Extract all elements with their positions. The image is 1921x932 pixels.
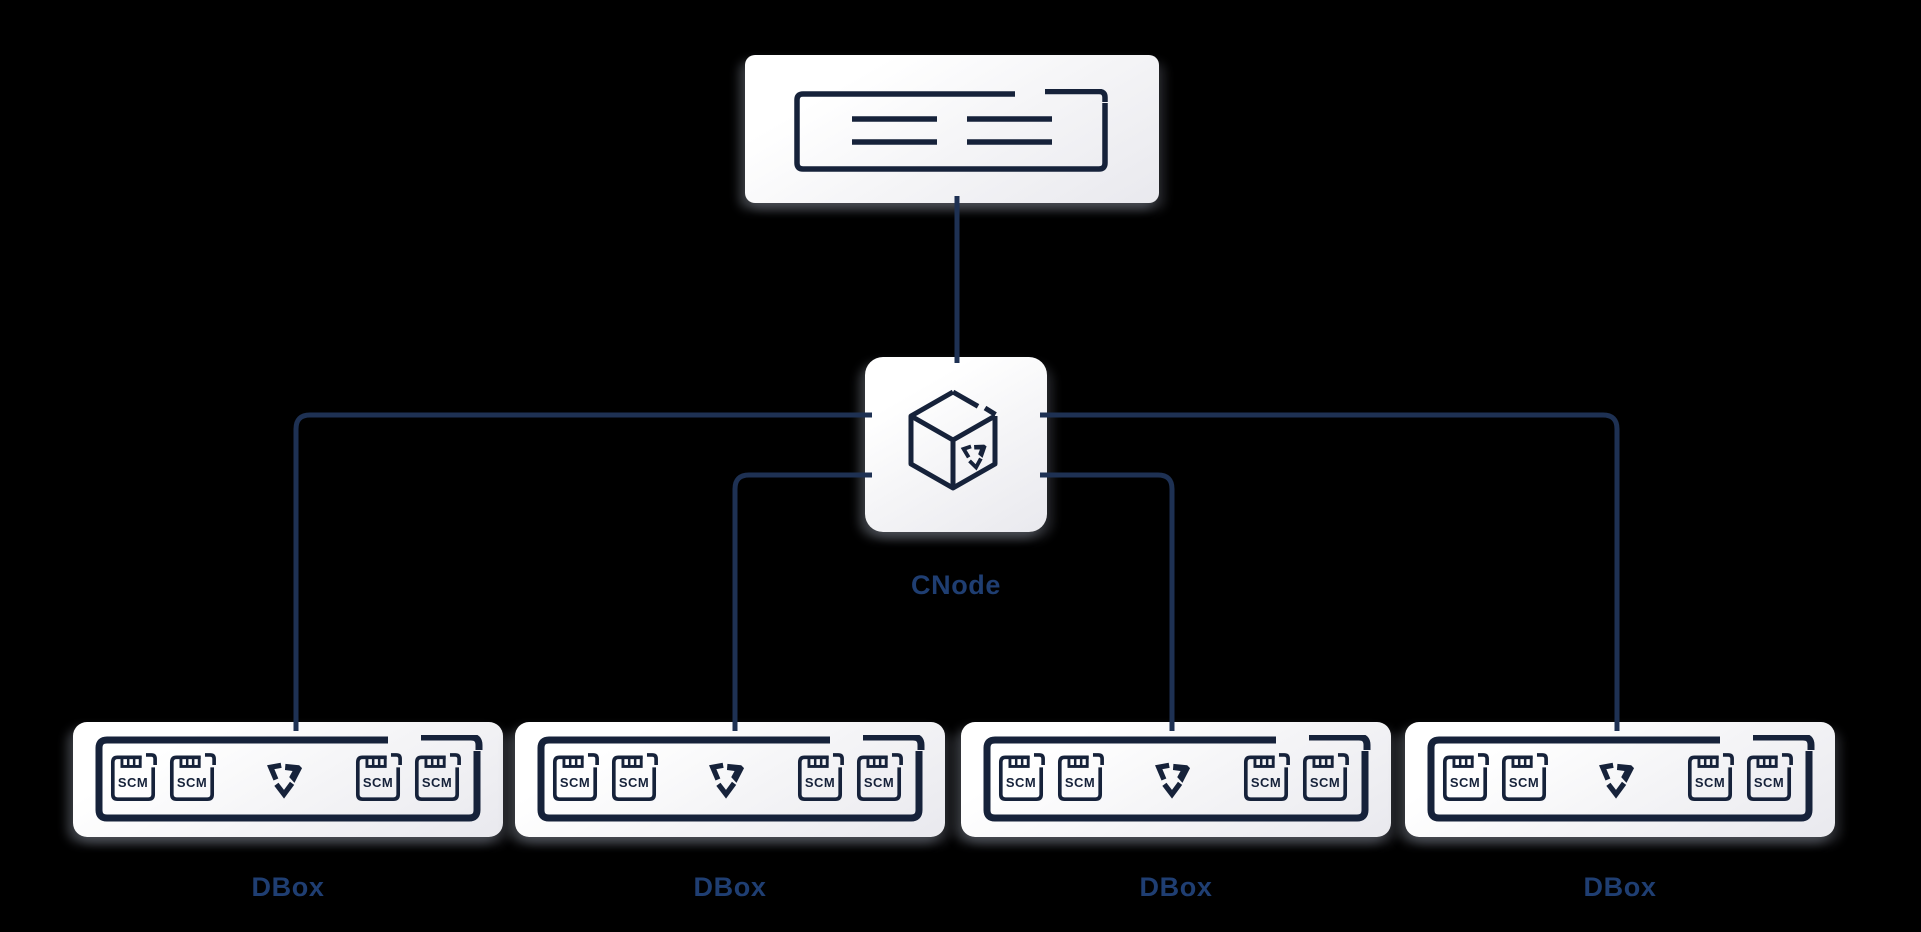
- server-rack-icon: [794, 89, 1108, 172]
- scm-module-icon: [1055, 753, 1105, 803]
- scm-module-icon: [550, 753, 600, 803]
- dbox-label: DBox: [251, 872, 325, 902]
- scm-module-icon: [108, 753, 158, 803]
- module-frame: [1427, 735, 1815, 822]
- scm-module-icon: [1440, 753, 1490, 803]
- scm-module-icon: [609, 753, 659, 803]
- scm-module-icon: [795, 753, 845, 803]
- scm-module-icon: [412, 753, 462, 803]
- triangle-arrows-icon: [1151, 761, 1193, 799]
- triangle-arrows-icon: [1595, 761, 1637, 799]
- dbox-node: [1405, 722, 1835, 837]
- scm-module-icon: [1241, 753, 1291, 803]
- scm-module-icon: [167, 753, 217, 803]
- scm-module-icon: [353, 753, 403, 803]
- dbox-node: [961, 722, 1391, 837]
- scm-module-icon: [1685, 753, 1735, 803]
- scm-module-icon: [1744, 753, 1794, 803]
- scm-module-icon: [1499, 753, 1549, 803]
- scm-module-icon: [996, 753, 1046, 803]
- module-frame: [537, 735, 925, 822]
- triangle-arrows-icon: [705, 761, 747, 799]
- registry-node: [745, 55, 1159, 203]
- scm-module-icon: [1300, 753, 1350, 803]
- dbox-label: DBox: [1583, 872, 1657, 902]
- dbox-label: DBox: [1139, 872, 1213, 902]
- dbox-node: [515, 722, 945, 837]
- package-cube-icon: [908, 389, 998, 491]
- hub-node: [865, 357, 1047, 532]
- hub-label: CNode: [911, 570, 1001, 600]
- module-frame: [983, 735, 1371, 822]
- dbox-label: DBox: [693, 872, 767, 902]
- scm-module-icon: [854, 753, 904, 803]
- module-frame: [95, 735, 483, 822]
- dbox-node: [73, 722, 503, 837]
- triangle-arrows-icon: [961, 441, 992, 471]
- triangle-arrows-icon: [263, 761, 305, 799]
